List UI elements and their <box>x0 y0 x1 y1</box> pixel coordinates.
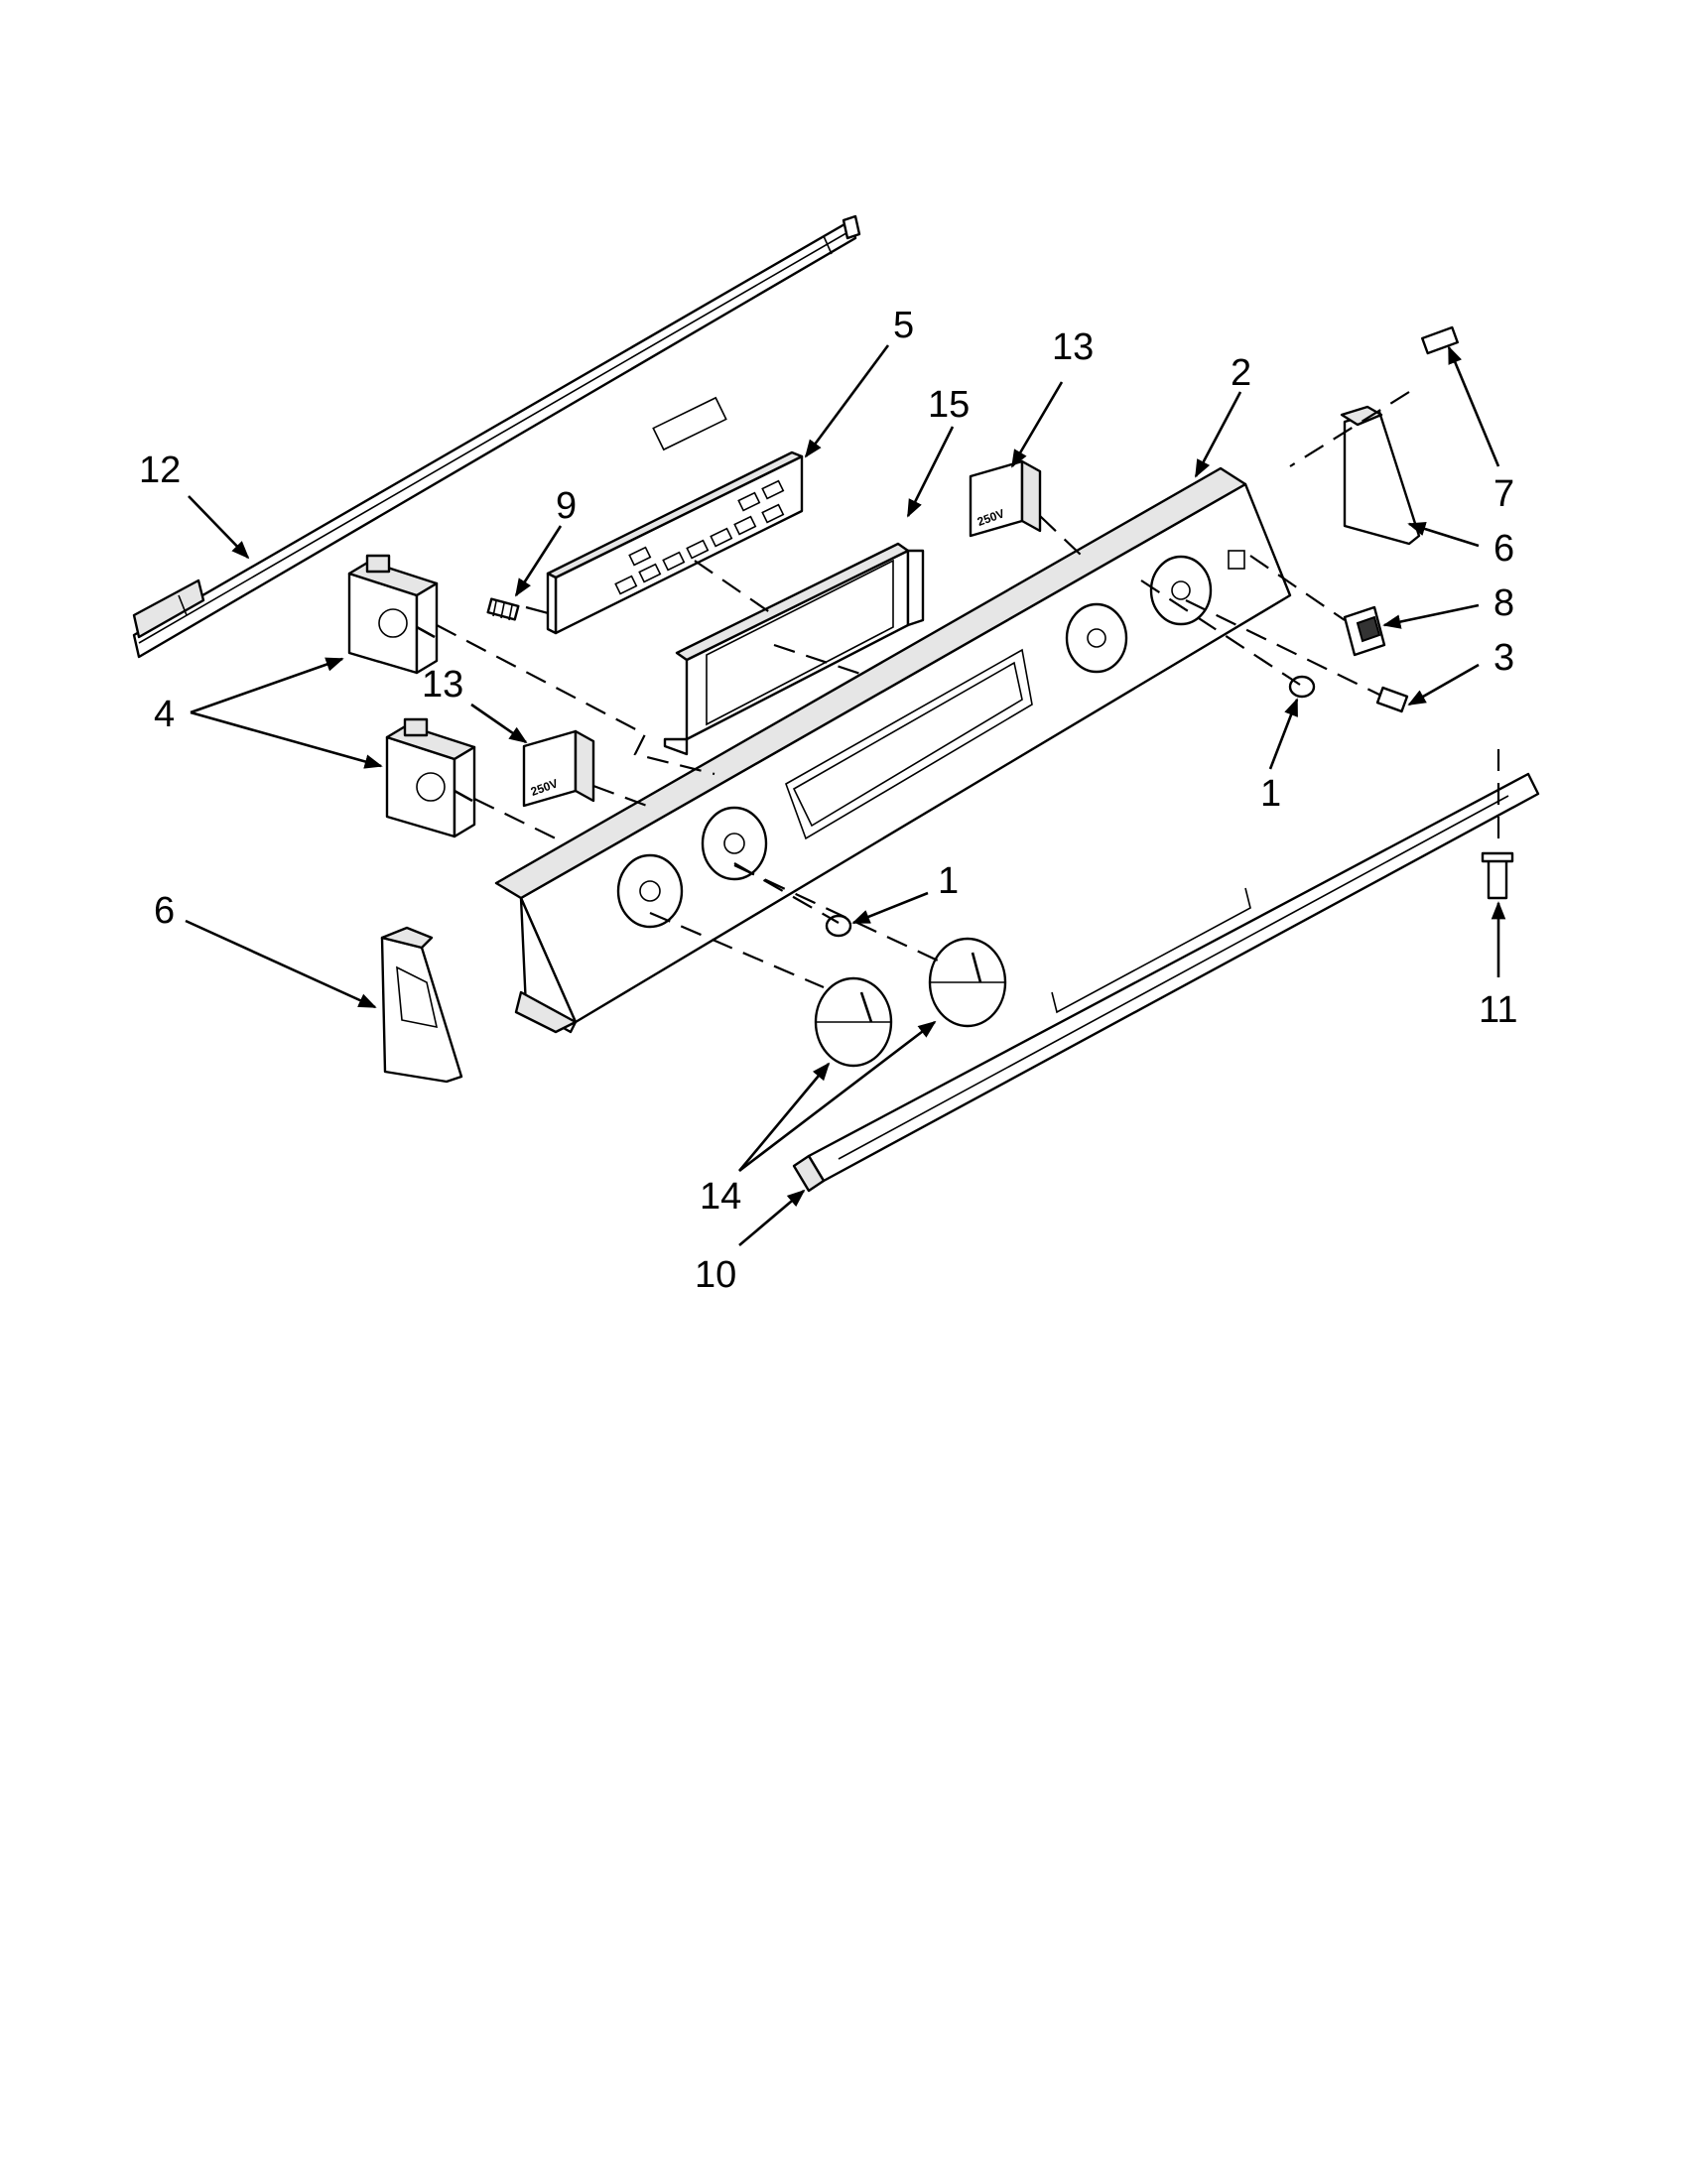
callout-8: 8 <box>1493 582 1514 624</box>
callout-1-right: 1 <box>1260 773 1281 815</box>
callout-15: 15 <box>928 384 970 426</box>
callout-9: 9 <box>556 485 577 527</box>
part-3-screw <box>1375 686 1409 713</box>
exploded-view-guide-lines <box>436 391 1500 989</box>
part-8-rocker-switch <box>1343 605 1386 657</box>
part-9-screw <box>486 597 520 621</box>
part-11-screw <box>1481 851 1514 900</box>
callout-12: 12 <box>139 450 181 491</box>
part-10-lower-bracket <box>792 772 1540 1193</box>
callout-6-left: 6 <box>154 890 175 932</box>
callout-14: 14 <box>700 1176 741 1218</box>
callout-7: 7 <box>1493 473 1514 515</box>
callout-5: 5 <box>893 305 914 346</box>
part-6-end-cap-left <box>380 926 463 1084</box>
part-5-electronic-control-board <box>546 396 804 635</box>
part-15-control-bracket <box>663 542 925 756</box>
callout-4: 4 <box>154 694 175 735</box>
part-13-switch-lower: 250V <box>522 729 595 808</box>
callout-3: 3 <box>1493 637 1514 679</box>
callout-6-right: 6 <box>1493 528 1514 570</box>
callout-labels: 12 5 15 13 2 7 6 8 3 9 4 13 6 1 1 11 14 … <box>139 305 1517 1296</box>
part-6-end-cap-right <box>1340 405 1421 546</box>
callout-leaders <box>185 344 1506 1246</box>
callout-10: 10 <box>695 1254 736 1296</box>
callout-1-left: 1 <box>938 860 959 902</box>
part-14-knob-left <box>814 976 893 1068</box>
callout-11: 11 <box>1479 989 1517 1031</box>
part-2-console-panel <box>494 466 1292 1034</box>
callout-13-upper: 13 <box>1052 326 1094 368</box>
callout-2: 2 <box>1231 352 1251 394</box>
callout-13-lower: 13 <box>422 664 463 706</box>
part-4-infinite-switch-lower <box>385 717 476 838</box>
part-4-infinite-switch-upper <box>347 554 439 675</box>
part-7-screw <box>1421 325 1459 355</box>
part-14-knob-right <box>928 937 1007 1028</box>
part-12-trim-rail <box>132 214 861 659</box>
part-1-knob-insert-left <box>825 914 852 938</box>
part-13-switch-upper: 250V <box>969 459 1042 538</box>
